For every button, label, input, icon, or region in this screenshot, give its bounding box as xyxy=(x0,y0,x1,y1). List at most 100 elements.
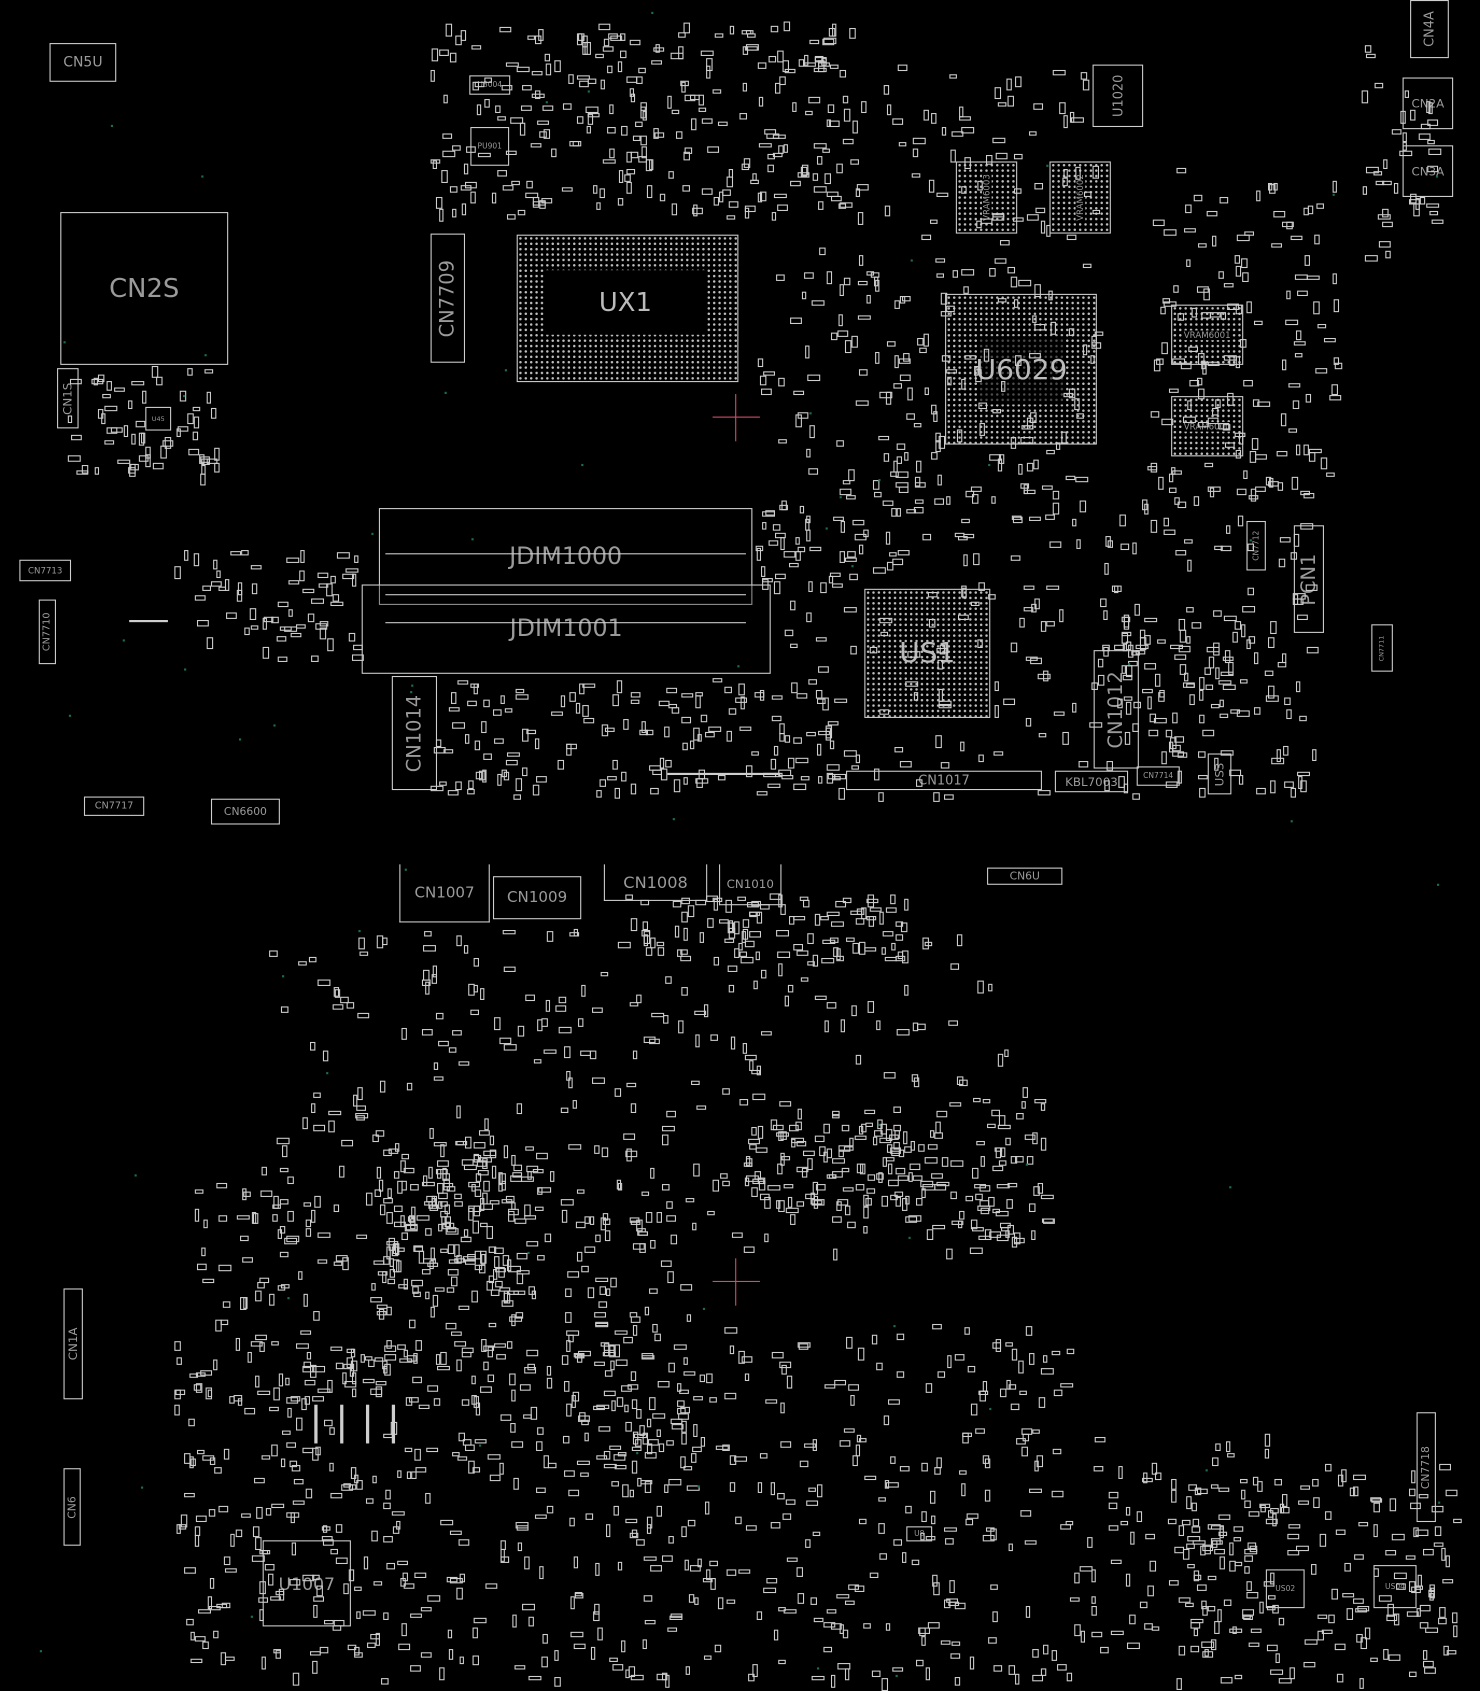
component-cn1014[interactable]: CN1014 xyxy=(391,675,438,791)
pad xyxy=(209,1577,215,1589)
pad xyxy=(959,1079,968,1087)
pad xyxy=(795,757,809,764)
pad xyxy=(812,954,818,967)
component-kbl7003[interactable]: KBL7003 xyxy=(1054,770,1129,793)
component-cn7710[interactable]: CN7710 xyxy=(38,599,56,665)
component-cn6u[interactable]: CN6U xyxy=(987,867,1063,885)
component-cn6[interactable]: CN6 xyxy=(63,1468,81,1546)
pad xyxy=(612,760,619,771)
pad xyxy=(661,768,668,780)
pad xyxy=(612,694,620,707)
component-pu901[interactable]: PU901 xyxy=(470,127,510,166)
pad xyxy=(858,1125,864,1135)
pad xyxy=(1284,697,1291,705)
pad xyxy=(980,1156,985,1168)
pad xyxy=(1394,183,1399,194)
pad xyxy=(660,1260,672,1268)
component-cn1008[interactable]: CN1008 xyxy=(603,864,708,901)
pad xyxy=(631,1529,637,1538)
component-jdim1000[interactable]: JDIM1000 xyxy=(378,508,753,605)
pad xyxy=(257,1282,266,1289)
pad xyxy=(397,1344,406,1351)
pad xyxy=(1375,180,1384,186)
component-cn2s[interactable]: CN2S xyxy=(60,212,229,365)
component-cn1012[interactable]: CN1012 xyxy=(1093,650,1139,769)
component-cn4a[interactable]: CN4A xyxy=(1410,0,1449,59)
pad xyxy=(886,1144,892,1153)
pad xyxy=(1007,1183,1017,1188)
pad xyxy=(194,1208,199,1222)
pad xyxy=(836,956,844,962)
pad xyxy=(213,462,220,473)
pad xyxy=(650,937,656,949)
pad xyxy=(579,1472,589,1477)
pad xyxy=(309,1651,321,1656)
pad xyxy=(600,79,605,90)
component-pcn1[interactable]: PCN1 xyxy=(1293,525,1324,633)
via xyxy=(878,1123,881,1126)
pad xyxy=(1218,1514,1231,1520)
component-u8004[interactable]: U8004 xyxy=(469,75,511,95)
pad xyxy=(969,1247,983,1254)
pad xyxy=(626,168,636,174)
pad xyxy=(990,1528,997,1541)
pad xyxy=(239,1235,249,1241)
component-jdim1001[interactable]: JDIM1001 xyxy=(361,584,771,674)
pad xyxy=(1303,207,1309,216)
component-cn6600[interactable]: CN6600 xyxy=(210,798,280,825)
pad xyxy=(946,1248,953,1260)
component-us1[interactable]: US1 xyxy=(864,588,991,718)
pad xyxy=(1298,1500,1310,1505)
component-ux1[interactable]: UX1 xyxy=(516,234,739,383)
pad xyxy=(803,54,809,66)
component-cn7709[interactable]: CN7709 xyxy=(430,233,466,363)
component-cn7717[interactable]: CN7717 xyxy=(83,796,145,816)
pad xyxy=(1252,399,1260,407)
component-cn1s[interactable]: CN1S xyxy=(57,368,79,429)
pad xyxy=(1161,750,1167,764)
component-u45[interactable]: U45 xyxy=(145,406,172,431)
component-cn7713[interactable]: CN7713 xyxy=(19,559,72,582)
component-cn1a[interactable]: CN1A xyxy=(63,1288,83,1400)
component-us3[interactable]: US3 xyxy=(1207,753,1232,795)
pad xyxy=(1423,1667,1436,1674)
component-cn1017[interactable]: CN1017 xyxy=(846,770,1042,791)
component-cn5u[interactable]: CN5U xyxy=(49,43,117,82)
component-cn1010[interactable]: CN1010 xyxy=(719,864,782,906)
pad xyxy=(585,1513,593,1520)
pad xyxy=(821,940,835,945)
component-cn7718[interactable]: CN7718 xyxy=(1416,1412,1436,1523)
component-u1020[interactable]: U1020 xyxy=(1092,64,1144,128)
pad xyxy=(1264,670,1274,676)
pad xyxy=(944,1527,958,1533)
pad xyxy=(1017,463,1023,475)
component-cn1007[interactable]: CN1007 xyxy=(399,864,490,923)
pad xyxy=(1281,1507,1290,1514)
via xyxy=(471,537,474,541)
pad xyxy=(1029,1352,1035,1365)
pad xyxy=(1206,646,1220,653)
component-cn1009[interactable]: CN1009 xyxy=(492,876,582,920)
pad xyxy=(704,1655,712,1661)
pad xyxy=(867,1000,875,1013)
pad xyxy=(435,1169,448,1175)
pad xyxy=(447,1244,455,1255)
pad xyxy=(1303,444,1310,456)
component-cn7712[interactable]: CN7712 xyxy=(1246,520,1266,571)
component-vram6001[interactable]: VRAM6001 xyxy=(1171,304,1244,365)
pad xyxy=(180,1513,188,1527)
component-u8[interactable]: U8 xyxy=(906,1526,933,1542)
component-cn7711[interactable]: CN7711 xyxy=(1371,624,1393,672)
component-vram6003[interactable]: VRAM6003 xyxy=(955,161,1018,234)
pad xyxy=(743,1042,748,1054)
pad xyxy=(722,1088,731,1095)
pad xyxy=(443,1179,450,1191)
component-us02[interactable]: US02 xyxy=(1265,1569,1305,1609)
component-cn7714[interactable]: CN7714 xyxy=(1136,766,1180,786)
component-u6029[interactable]: U6029 xyxy=(945,293,1097,445)
pad xyxy=(1225,525,1231,534)
component-u1007[interactable]: U1007 xyxy=(262,1540,351,1627)
pad xyxy=(635,1438,642,1447)
pad xyxy=(225,612,237,619)
